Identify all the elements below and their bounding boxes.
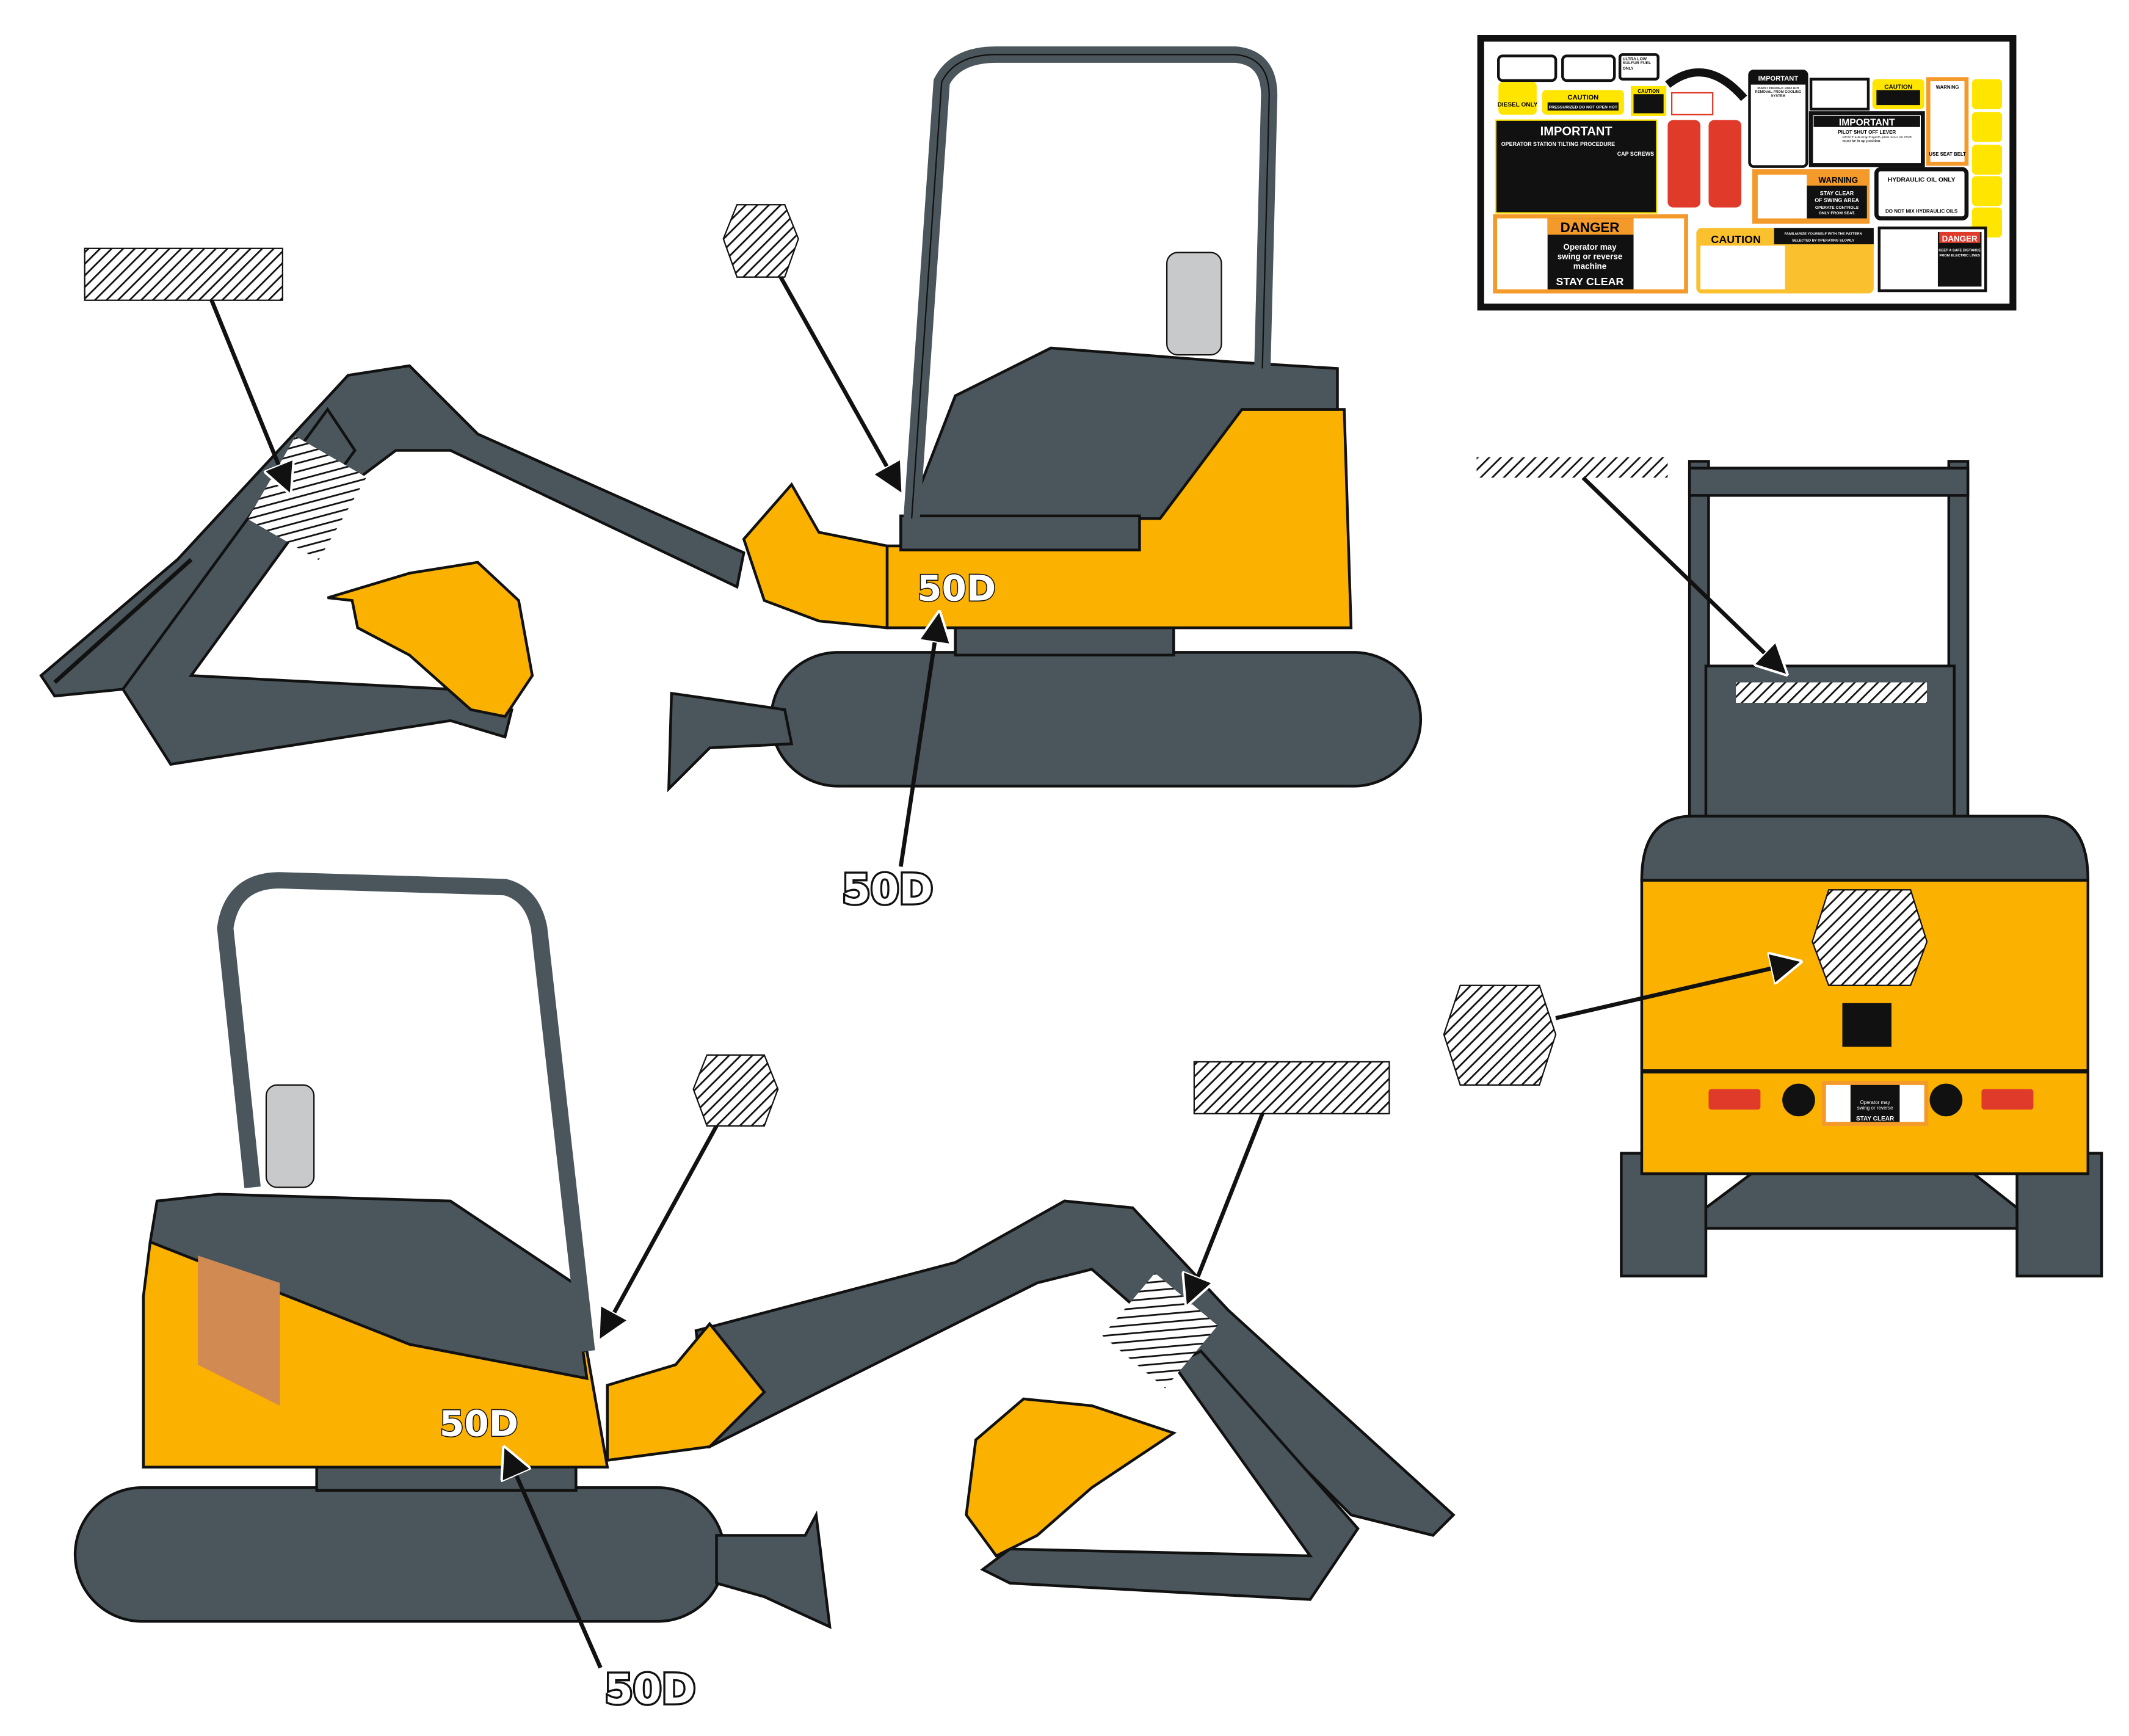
decal-diesel: DIESEL ONLY [1498, 82, 1538, 115]
boom [694, 1199, 1456, 1537]
svg-text:machine: machine [1573, 261, 1606, 271]
dozer-blade [715, 1510, 832, 1629]
red-reflector [1667, 120, 1701, 208]
model-label-body: 50D [917, 567, 996, 609]
excavator-rear-view: DANGER Operator may swing or reverse STA… [1620, 460, 2103, 1278]
cab-frame [217, 872, 595, 1353]
tail-light-right [1981, 1089, 2034, 1110]
boom-swing-bracket [742, 482, 889, 630]
hatched-label-boom-bottom [1193, 1061, 1390, 1114]
rear-danger-decal: DANGER Operator may swing or reverse STA… [1821, 1081, 1929, 1126]
svg-text:swing or reverse: swing or reverse [1558, 252, 1623, 261]
svg-text:CAP SCREWS: CAP SCREWS [1617, 151, 1654, 157]
swing-bearing [954, 623, 1175, 657]
decal-caution-cap: CAUTION PRESSURIZED DO NOT OPEN HOT [1542, 90, 1624, 115]
model-callout-label: 50D [604, 1665, 695, 1713]
hatched-label-rops [1476, 457, 1668, 478]
callouts: 50D 50D [84, 204, 1799, 1715]
red-reflector [1708, 120, 1742, 208]
svg-text:USE SEAT BELT: USE SEAT BELT [1929, 151, 1966, 157]
svg-text:ONLY FROM SEAT.: ONLY FROM SEAT. [1819, 211, 1855, 216]
svg-text:CAUTION: CAUTION [1884, 84, 1912, 90]
svg-text:KEEP A SAFE DISTANCE: KEEP A SAFE DISTANCE [1939, 249, 1981, 252]
cooling-text: MAINTENANCE AND AIR REMOVAL FROM COOLING… [1755, 87, 1802, 98]
svg-text:DANGER: DANGER [1561, 220, 1620, 235]
seat [1166, 252, 1222, 356]
svg-text:OPERATOR STATION TILTING PROCE: OPERATOR STATION TILTING PROCEDURE [1501, 141, 1615, 147]
svg-text:swing or reverse: swing or reverse [1857, 1105, 1893, 1111]
decal-warning-swing: WARNING STAY CLEAR OF SWING AREA OPERATE… [1752, 169, 1870, 224]
decal-important-tilt: IMPORTANT OPERATOR STATION TILTING PROCE… [1495, 119, 1658, 214]
boom-swing-bracket [606, 1321, 766, 1462]
svg-text:PILOT SHUT OFF LEVER: PILOT SHUT OFF LEVER [1838, 129, 1896, 135]
svg-text:OF SWING AREA: OF SWING AREA [1815, 197, 1859, 203]
svg-text:CAUTION: CAUTION [1567, 94, 1598, 101]
svg-text:SELECTED BY OPERATING SLOWLY: SELECTED BY OPERATING SLOWLY [1792, 239, 1854, 243]
track [73, 1486, 727, 1623]
svg-text:OPERATE CONTROLS: OPERATE CONTROLS [1815, 206, 1859, 210]
svg-text:WARNING: WARNING [1818, 175, 1858, 184]
hatched-label-boom-top [84, 247, 283, 301]
decal-hydraulic-oil: HYDRAULIC OIL ONLY DO NOT MIX HYDRAULIC … [1874, 167, 1969, 220]
decal-important-pilot: IMPORTANT PILOT SHUT OFF LEVER Before st… [1808, 111, 1925, 167]
svg-text:PRESSURIZED DO NOT OPEN HOT: PRESSURIZED DO NOT OPEN HOT [1549, 106, 1618, 110]
fuel-text: ULTRA LOW SULFUR FUEL ONLY [1622, 57, 1652, 71]
svg-text:IMPORTANT: IMPORTANT [1758, 75, 1799, 82]
svg-text:IMPORTANT: IMPORTANT [1839, 118, 1895, 128]
excavator-side-view-left: 50D [73, 872, 1456, 1629]
boom-hatched-decal [247, 436, 367, 561]
pilot-text: Before starting engine, pilot shut off l… [1842, 136, 1913, 143]
cab-floor [899, 514, 1141, 551]
svg-text:HYDRAULIC OIL ONLY: HYDRAULIC OIL ONLY [1888, 176, 1956, 183]
svg-text:IMPORTANT: IMPORTANT [1540, 125, 1613, 138]
rear-hatched-decal [1736, 682, 1928, 703]
decal-important-cooling: IMPORTANT MAINTENANCE AND AIR REMOVAL FR… [1748, 69, 1808, 168]
model-callout-label: 50D [842, 866, 933, 913]
svg-text:FROM ELECTRIC LINES: FROM ELECTRIC LINES [1940, 254, 1980, 258]
excavator-side-view-right: 50D [39, 46, 1423, 793]
svg-text:FAMILIARIZE YOURSELF WITH THE: FAMILIARIZE YOURSELF WITH THE PATTERN [1785, 232, 1862, 236]
svg-text:DO NOT MIX HYDRAULIC OILS: DO NOT MIX HYDRAULIC OILS [1885, 209, 1958, 214]
boom [39, 364, 745, 698]
svg-text:Operator may: Operator may [1563, 242, 1617, 252]
decal-caution-small: CAUTION [1631, 85, 1667, 116]
decal-danger-swing: DANGER Operator may swing or reverse mac… [1493, 214, 1688, 294]
counterweight-top [1640, 815, 2090, 882]
decal-fuel: ULTRA LOW SULFUR FUEL ONLY [1618, 53, 1659, 81]
svg-text:STAY CLEAR: STAY CLEAR [1820, 191, 1854, 197]
decal-caution-pattern: CAUTION FAMILIARIZE YOURSELF WITH THE PA… [1696, 228, 1874, 294]
hatched-oval-decal [1812, 889, 1928, 986]
svg-text:CAUTION: CAUTION [1638, 89, 1659, 94]
model-label-body: 50D [440, 1403, 518, 1444]
hatched-oval-cab-bottom [692, 1054, 779, 1127]
decal-sheet: ULTRA LOW SULFUR FUEL ONLY DIESEL ONLY C… [1477, 34, 2017, 311]
decal-caution-right: CAUTION [1872, 79, 1924, 109]
svg-text:DANGER: DANGER [1942, 234, 1978, 244]
bucket [965, 1397, 1177, 1558]
svg-text:WARNING: WARNING [1936, 84, 1959, 90]
svg-text:DIESEL ONLY: DIESEL ONLY [1498, 101, 1538, 108]
svg-text:STAY CLEAR: STAY CLEAR [1556, 275, 1624, 288]
track [769, 651, 1423, 788]
svg-text:DANGER: DANGER [1857, 1088, 1893, 1097]
svg-text:Operator may: Operator may [1860, 1100, 1890, 1105]
svg-text:CAUTION: CAUTION [1711, 233, 1760, 245]
hatched-oval-rear [1443, 984, 1557, 1086]
decal-warning-seat: WARNING USE SEAT BELT [1926, 77, 1969, 166]
dozer-blade [667, 691, 794, 793]
hatched-oval-cab-top [722, 204, 799, 278]
rear-black-square [1842, 1003, 1891, 1047]
tail-light-left [1708, 1089, 1761, 1110]
bucket [327, 561, 534, 718]
side-panel [198, 1255, 280, 1406]
svg-text:STAY CLEAR: STAY CLEAR [1856, 1116, 1895, 1122]
seat [265, 1084, 315, 1188]
decal-danger-lines: DANGER KEEP A SAFE DISTANCE FROM ELECTRI… [1877, 227, 1987, 292]
